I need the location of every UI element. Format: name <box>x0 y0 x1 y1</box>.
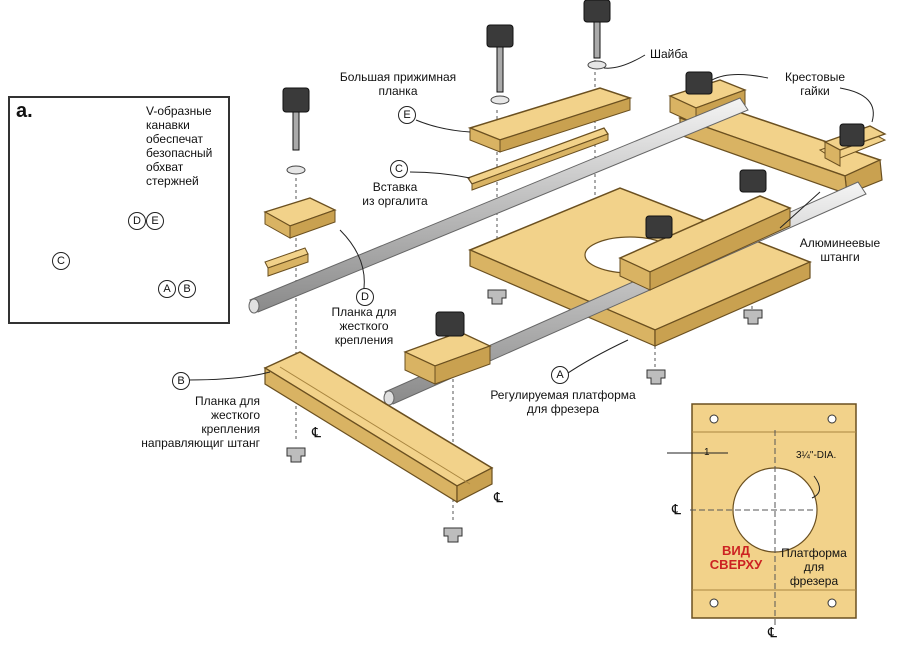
label-vgroove-line5: обхват <box>146 160 184 174</box>
fixed-block-d <box>263 197 337 277</box>
top-view-plan <box>667 403 857 625</box>
label-aluminum-rods-line2: штанги <box>820 250 860 264</box>
label-fixed-bar-d-line2: жесткого <box>339 319 389 333</box>
callout-b: B <box>172 372 190 390</box>
inset-title: a. <box>16 100 33 122</box>
washers <box>286 60 607 175</box>
centerline-mark-b2: ℄ <box>494 489 503 505</box>
label-large-clamp-bar: Большая прижимная планка <box>318 70 478 98</box>
label-large-clamp-bar-line1: Большая прижимная <box>339 70 457 84</box>
top-view-caption-line3: фрезера <box>789 574 839 588</box>
label-adjustable-platform-line1: Регулируемая платформа <box>490 388 636 402</box>
inset-callout-a: A <box>158 280 176 298</box>
label-cross-nuts: Крестовые гайки <box>770 70 860 98</box>
label-vgroove-line3: обеспечат <box>146 132 204 146</box>
star-knobs <box>282 0 865 337</box>
top-view-title: ВИД СВЕРХУ <box>700 544 772 572</box>
large-clamp-bar-e <box>467 87 633 153</box>
t-nuts <box>286 289 763 543</box>
top-view-diameter: 3¼"-DIA. <box>796 450 837 461</box>
inset-callout-c: C <box>52 252 70 270</box>
inset-callout-b: B <box>178 280 196 298</box>
top-view-caption-line1: Платформа <box>781 546 847 560</box>
label-vgroove-line6: стержней <box>146 174 199 188</box>
label-adjustable-platform-line2: для фрезера <box>526 402 600 416</box>
label-washer: Шайба <box>650 47 688 61</box>
callout-c: C <box>390 160 408 178</box>
label-vgroove-line1: V-образные <box>146 104 212 118</box>
top-view-caption-line2: для <box>803 560 825 574</box>
top-view-centerline-v: ℄ <box>768 624 777 640</box>
label-cross-nuts-line1: Крестовые <box>784 70 846 84</box>
label-cross-nuts-line2: гайки <box>800 84 830 98</box>
label-aluminum-rods-line1: Алюминеевые <box>799 236 881 250</box>
top-view-centerline-h: ℄ <box>672 501 681 517</box>
label-fixed-bar-b-line3: крепления <box>201 422 260 436</box>
inset-callout-e: E <box>146 212 164 230</box>
clamp-block-front <box>403 331 492 385</box>
callout-d: D <box>356 288 374 306</box>
label-adjustable-platform: Регулируемая платформа для фрезера <box>478 388 648 416</box>
hardboard-insert-c <box>467 127 609 191</box>
label-vgroove-line2: канавки <box>146 118 190 132</box>
label-fixed-bar-d-line3: крепления <box>334 333 394 347</box>
label-hardboard-insert: Вставка из оргалита <box>340 180 450 208</box>
label-hardboard-insert-line2: из оргалита <box>362 194 428 208</box>
top-view-title-line1: ВИД <box>722 543 750 558</box>
centerline-mark-b: ℄ <box>312 424 321 440</box>
top-view-title-line2: СВЕРХУ <box>709 557 763 572</box>
callout-e: E <box>398 106 416 124</box>
label-fixed-bar-b: Планка для жесткого крепления направляющ… <box>100 394 260 450</box>
leader-lines <box>187 54 874 381</box>
label-fixed-bar-d: Планка для жесткого крепления <box>314 305 414 347</box>
label-fixed-bar-d-line1: Планка для <box>331 305 397 319</box>
label-fixed-bar-b-line2: жесткого <box>210 408 260 422</box>
inset-callout-d: D <box>128 212 146 230</box>
label-vgroove-line4: безопасный <box>146 146 213 160</box>
label-vgroove: V-образные канавки обеспечат безопасный … <box>146 104 212 188</box>
top-view-dimension: 1 <box>704 447 710 458</box>
callout-a: A <box>551 366 569 384</box>
label-fixed-bar-b-line1: Планка для <box>195 394 260 408</box>
label-large-clamp-bar-line2: планка <box>378 84 418 98</box>
fixed-bar-b <box>263 351 494 504</box>
platform-clamp-bar <box>618 195 792 291</box>
label-fixed-bar-b-line4: направляющиг штанг <box>141 436 260 450</box>
label-hardboard-insert-line1: Вставка <box>372 180 418 194</box>
top-view-caption: Платформа для фрезера <box>774 546 854 588</box>
label-aluminum-rods: Алюминеевые штанги <box>790 236 890 264</box>
